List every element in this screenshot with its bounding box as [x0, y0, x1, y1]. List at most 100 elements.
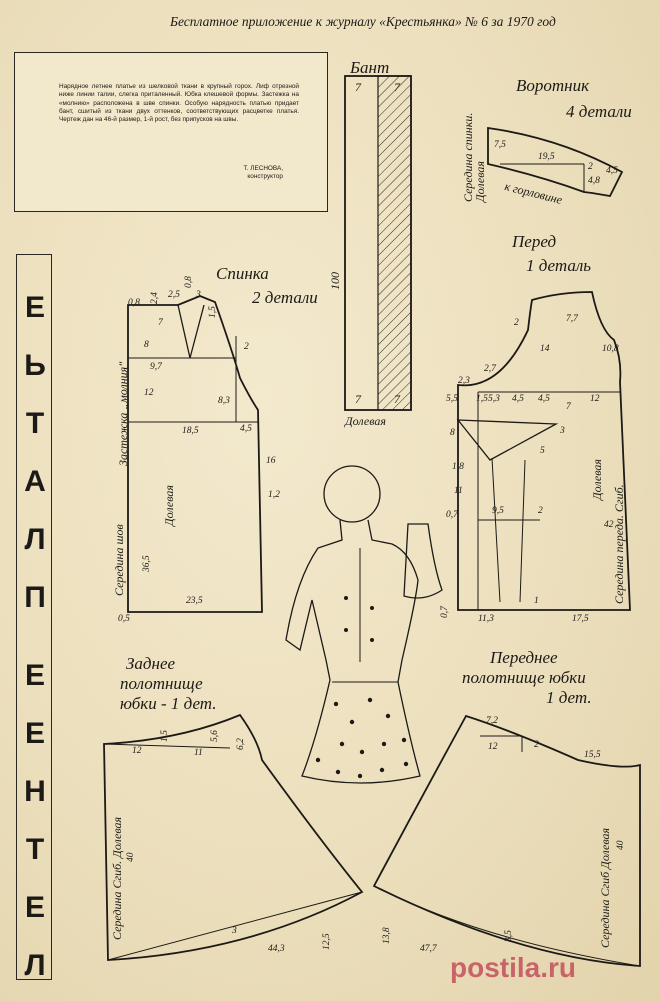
title-letter: Ь — [24, 349, 46, 382]
collar-measure: 4,5 — [606, 166, 618, 176]
back-bodice-outline — [127, 295, 263, 613]
title-letter: Е — [24, 291, 45, 324]
back-skirt-title2: полотнище — [120, 674, 203, 693]
front-measure: 12 — [590, 394, 600, 404]
front-measure: 11,3 — [478, 614, 494, 624]
title-letter: Л — [24, 949, 46, 982]
watermark: postila.ru — [450, 952, 577, 983]
front-measure: 7 — [566, 402, 571, 412]
header-caption: Бесплатное приложение к журналу «Крестья… — [170, 14, 556, 29]
front-measure: 5 — [540, 446, 545, 456]
back-measure: 18,5 — [182, 426, 199, 436]
back-measure: 0,8 — [184, 276, 194, 288]
front-skirt-title2: полотнище юбки — [462, 668, 586, 687]
author-name: Т. ЛЕСНОВА, — [243, 165, 284, 172]
front-measure: 2,7 — [484, 364, 496, 374]
back-seam-label: Середина шов — [112, 524, 126, 596]
front-skirt-measure: 7,2 — [486, 716, 498, 726]
title-letter: А — [24, 465, 46, 498]
front-bodice-outline — [457, 291, 631, 611]
back-skirt-measure: 44,3 — [268, 944, 285, 954]
back-measure: 0,8 — [128, 298, 140, 308]
back-measure: 36,5 — [142, 555, 152, 572]
title-letter: Л — [24, 523, 46, 556]
back-skirt-title3: юбки - 1 дет. — [120, 694, 217, 713]
back-zip-label: Застежка „молния" — [116, 361, 130, 466]
front-skirt-measure: 47,7 — [420, 944, 437, 954]
bow-width: 7 — [355, 80, 361, 94]
collar-count: 4 детали — [566, 102, 632, 121]
front-skirt-measure: 12 — [488, 742, 498, 752]
back-measure: 7 — [158, 318, 163, 328]
collar-measure: 19,5 — [538, 152, 555, 162]
title-letter: Н — [24, 775, 46, 808]
front-measure: 8 — [450, 428, 455, 438]
back-measure: 23,5 — [186, 596, 203, 606]
front-measure: 17,5 — [572, 614, 589, 624]
description-text: Нарядное летнее платье из шелковой ткани… — [59, 83, 299, 124]
vertical-title: Л Е Т Н Е Е П Л А Т Ь Е — [16, 254, 52, 982]
back-skirt-outline — [103, 713, 364, 961]
back-grain: Долевая — [162, 485, 176, 526]
front-measure: 0,7 — [440, 606, 450, 618]
back-measure: 2 — [244, 342, 249, 352]
back-skirt-measure: 40 — [126, 852, 136, 863]
front-measure: 10,8 — [602, 344, 619, 354]
back-skirt-measure: 12,5 — [322, 933, 332, 950]
front-skirt-measure: 2 — [534, 740, 539, 750]
back-skirt-measure: 6,2 — [236, 738, 246, 750]
back-measure: 3 — [196, 290, 201, 300]
bow-width: 7 — [394, 80, 400, 94]
back-skirt-measure: 12 — [132, 746, 142, 756]
collar-measure: 2 — [588, 162, 593, 172]
back-skirt-side-label: Середина Сгиб. Долевая — [110, 816, 124, 940]
back-skirt-measure: 5,6 — [210, 730, 220, 742]
back-measure: 1,2 — [268, 490, 280, 500]
author-block: Т. ЛЕСНОВА, конструктор — [244, 165, 284, 181]
front-measure: 4,5 — [512, 394, 524, 404]
description-box: Нарядное летнее платье из шелковой ткани… — [14, 52, 328, 212]
front-measure: 2,3 — [458, 376, 470, 386]
front-measure: 0,7 — [446, 510, 458, 520]
front-skirt-measure: 15,5 — [584, 750, 601, 760]
front-measure: 2 — [514, 318, 519, 328]
front-measure: 7,7 — [566, 314, 578, 324]
front-side-label: Середина переда. Сгиб. — [612, 484, 626, 604]
title-letter: Т — [25, 833, 45, 866]
front-count: 1 деталь — [526, 256, 592, 275]
front-measure: 9,5 — [492, 506, 504, 516]
collar-side-label: Середина спинки. Долевая — [461, 112, 487, 202]
front-title: Перед — [512, 232, 557, 251]
front-skirt-measure: 40 — [616, 840, 626, 851]
back-measure: 8,3 — [218, 396, 230, 406]
collar-title: Воротник — [516, 76, 590, 95]
front-skirt-measure: 13,8 — [382, 927, 392, 944]
back-measure: 8 — [144, 340, 149, 350]
front-measure: 5,3 — [488, 394, 500, 404]
back-measure: 0,5 — [118, 614, 130, 624]
front-skirt-title3: 1 дет. — [546, 688, 592, 707]
collar-measure: 4,8 — [588, 176, 600, 186]
front-measure: 1,8 — [452, 462, 464, 472]
front-skirt-side-label: Середина Сгиб Долевая — [598, 827, 612, 948]
front-measure: 14 — [540, 344, 550, 354]
bow-width: 7 — [355, 392, 361, 406]
back-skirt-title: Заднее — [126, 654, 176, 673]
front-measure: 3 — [560, 426, 565, 436]
title-letter: Е — [24, 717, 45, 750]
back-title: Спинка — [216, 264, 269, 283]
polka-dots — [315, 596, 409, 779]
front-measure: 4,5 — [538, 394, 550, 404]
front-skirt-measure: 3,5 — [504, 930, 514, 942]
front-measure: 2 — [538, 506, 543, 516]
front-grain: Долевая — [590, 459, 604, 500]
collar-measure: 7,5 — [494, 140, 506, 150]
bow-length: 100 — [328, 272, 342, 290]
back-measure: 2,4 — [150, 292, 160, 304]
title-letter: П — [24, 581, 46, 614]
front-measure: 5,5 — [446, 394, 458, 404]
front-measure: 11 — [454, 486, 463, 496]
back-skirt-measure: 1,5 — [160, 730, 170, 742]
